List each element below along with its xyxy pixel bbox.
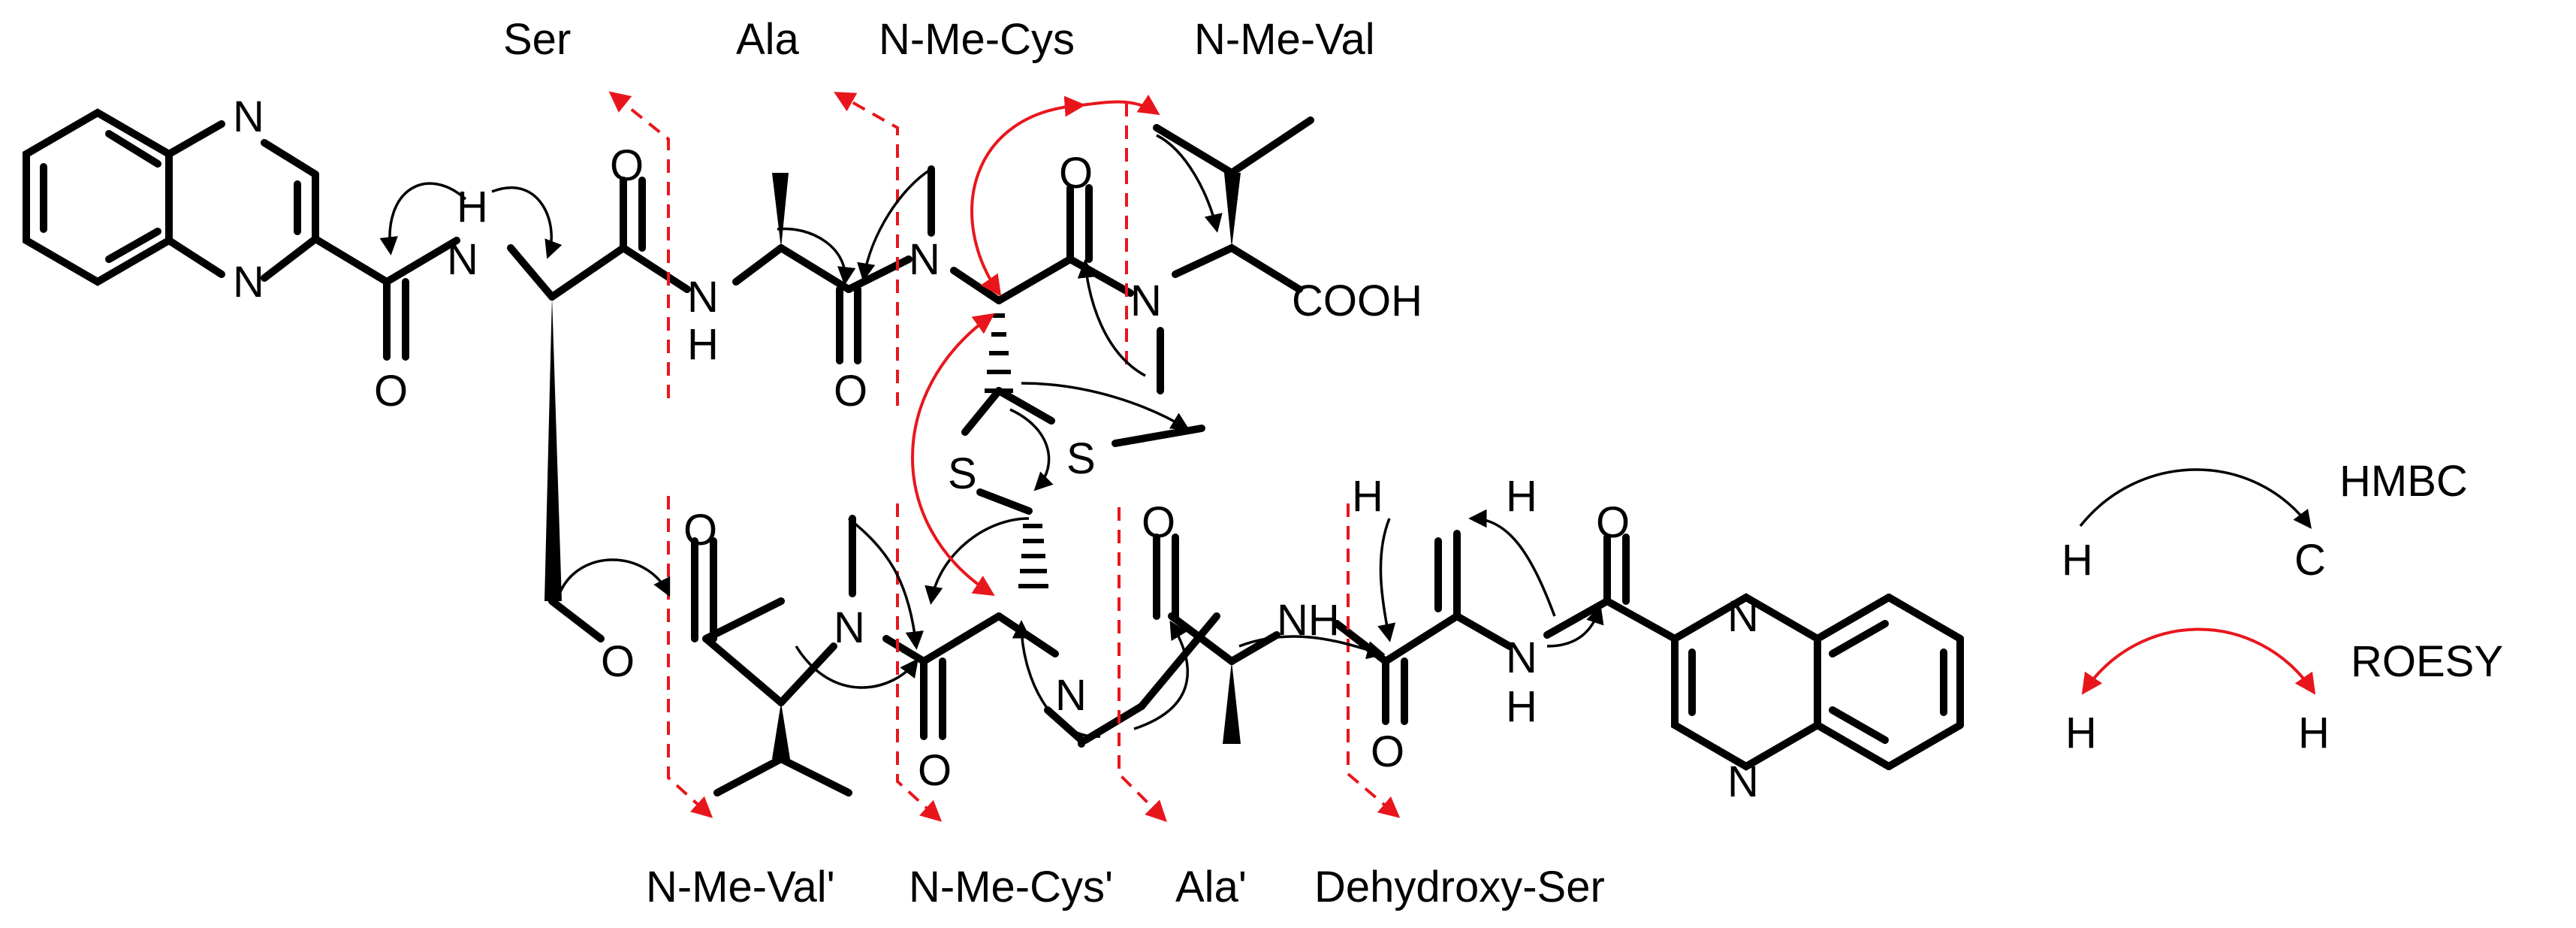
svg-text:S: S [948, 449, 977, 498]
svg-text:H: H [457, 183, 488, 231]
svg-text:N: N [687, 273, 719, 322]
svg-text:O: O [1371, 727, 1404, 776]
svg-text:O: O [834, 367, 867, 416]
bond-skeleton [23, 108, 1964, 797]
roesy-correlations [911, 94, 1160, 597]
svg-text:H: H [2298, 709, 2330, 757]
label-n-me-val-prime: N-Me-Val' [646, 863, 835, 911]
label-ala-prime: Ala' [1175, 863, 1247, 911]
svg-text:S: S [1066, 434, 1096, 483]
svg-text:N: N [1055, 671, 1087, 720]
svg-text:O: O [374, 367, 408, 416]
svg-text:H: H [1506, 472, 1537, 521]
atom-labels: N N H N O O N H O N O N COOH S S O O N O… [233, 92, 1759, 806]
svg-text:O: O [1059, 149, 1093, 198]
svg-text:H: H [2062, 536, 2093, 585]
label-n-me-cys: N-Me-Cys [879, 15, 1075, 64]
svg-text:O: O [683, 506, 717, 555]
hmbc-correlations [379, 134, 1604, 738]
legend: H C HMBC H H ROESY [2062, 457, 2503, 757]
svg-text:N: N [909, 235, 940, 284]
svg-text:H: H [1352, 472, 1383, 521]
svg-text:N: N [1727, 757, 1759, 806]
svg-text:O: O [1596, 498, 1630, 547]
svg-text:N: N [834, 603, 865, 652]
svg-text:C: C [2294, 536, 2326, 585]
residue-separators [608, 91, 1401, 822]
svg-text:N: N [1130, 277, 1162, 325]
legend-roesy-label: ROESY [2351, 637, 2503, 686]
svg-text:H: H [2065, 709, 2097, 757]
svg-text:O: O [1142, 498, 1175, 547]
svg-text:N: N [447, 235, 478, 284]
svg-text:N: N [233, 92, 264, 141]
svg-text:N: N [1506, 633, 1537, 682]
svg-text:N: N [1727, 592, 1759, 641]
svg-text:O: O [601, 637, 635, 686]
svg-text:H: H [687, 320, 719, 369]
residue-labels-top: Ser Ala N-Me-Cys N-Me-Val [503, 15, 1375, 64]
svg-text:O: O [918, 746, 952, 795]
svg-text:COOH: COOH [1292, 277, 1422, 325]
svg-text:NH: NH [1277, 596, 1340, 645]
label-ala: Ala [736, 15, 800, 64]
svg-text:O: O [610, 141, 644, 190]
residue-labels-bottom: N-Me-Val' N-Me-Cys' Ala' Dehydroxy-Ser [646, 863, 1605, 911]
svg-text:N: N [233, 258, 264, 307]
legend-roesy: H H ROESY [2065, 627, 2503, 757]
legend-hmbc: H C HMBC [2062, 457, 2468, 585]
label-n-me-cys-prime: N-Me-Cys' [909, 863, 1113, 911]
svg-text:H: H [1506, 682, 1537, 731]
legend-hmbc-label: HMBC [2339, 457, 2468, 506]
label-n-me-val: N-Me-Val [1194, 15, 1375, 64]
label-dehydroxy-ser: Dehydroxy-Ser [1314, 863, 1605, 911]
label-ser: Ser [503, 15, 571, 64]
